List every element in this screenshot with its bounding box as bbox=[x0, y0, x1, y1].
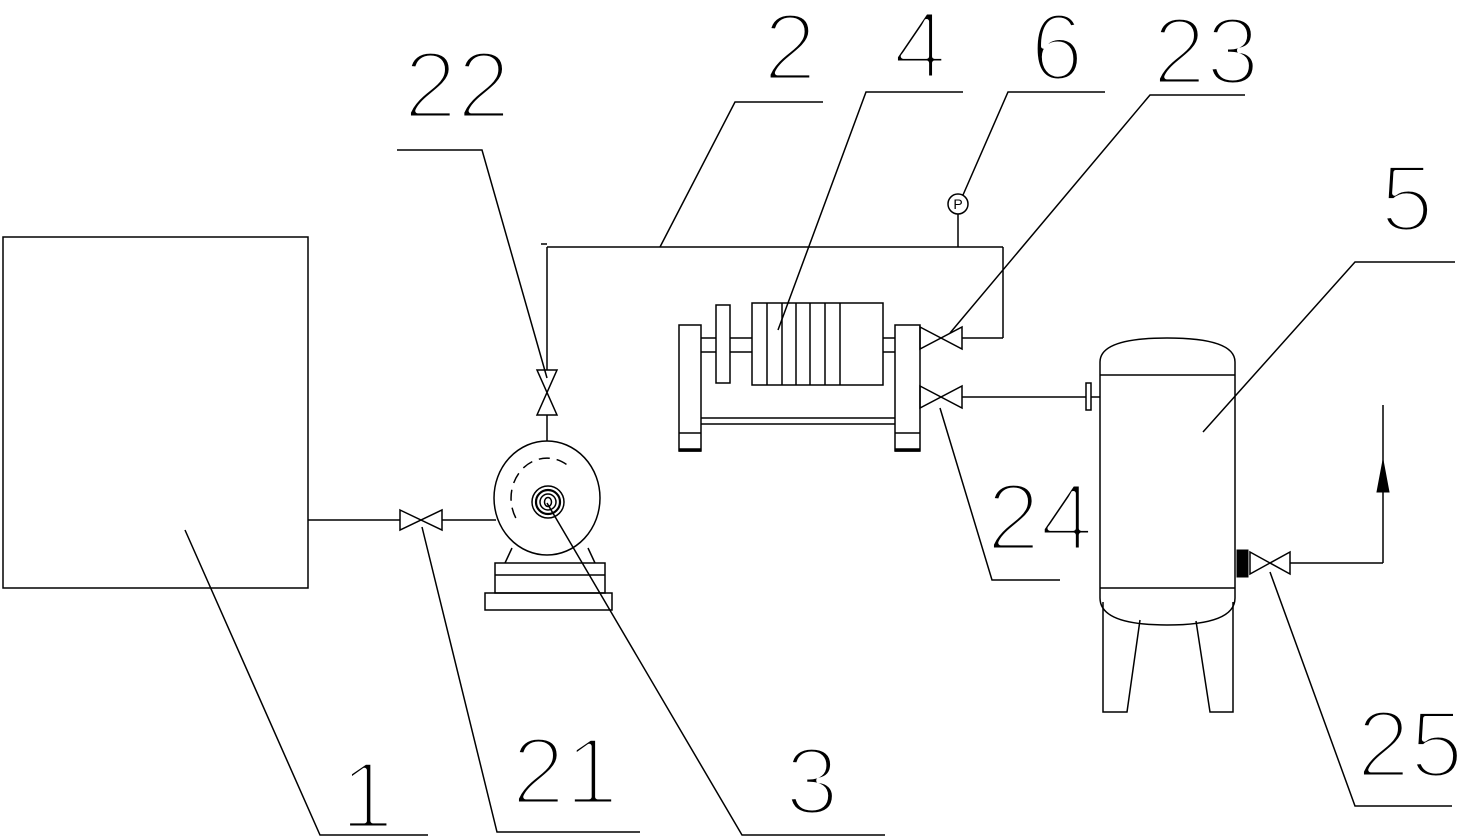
callout-labels: 1 21 3 22 2 4 6 23 5 24 25 bbox=[338, 0, 1466, 840]
valve-25 bbox=[1236, 549, 1291, 578]
pump-support-right bbox=[587, 547, 596, 564]
pipelines bbox=[308, 243, 1390, 564]
press-pressure-plate bbox=[715, 304, 731, 384]
callout-2: 2 bbox=[763, 0, 816, 101]
tank-1 bbox=[2, 236, 309, 589]
pressure-gauge-6: P bbox=[947, 193, 969, 247]
pump-shaft-center bbox=[543, 496, 553, 508]
valve-24-icon bbox=[919, 384, 963, 410]
leader-line-24 bbox=[939, 407, 1060, 581]
vessel-leg-left bbox=[1102, 602, 1141, 713]
callout-3: 3 bbox=[785, 728, 838, 835]
leader-line-2 bbox=[659, 101, 823, 248]
callout-21: 21 bbox=[512, 718, 619, 825]
press-right-head bbox=[894, 324, 921, 452]
tank-body bbox=[2, 236, 309, 589]
vessel-bottom-dome bbox=[1099, 588, 1236, 626]
valve-22 bbox=[535, 369, 559, 416]
leader-line-22 bbox=[397, 149, 548, 379]
valve-23 bbox=[919, 325, 963, 351]
leader-line-4 bbox=[777, 91, 963, 331]
callout-1: 1 bbox=[340, 742, 393, 840]
leader-lines bbox=[184, 91, 1455, 836]
pump-base-upper bbox=[494, 562, 606, 594]
callout-23: 23 bbox=[1153, 0, 1260, 105]
leader-line-1 bbox=[184, 529, 428, 836]
vessel-leg-right bbox=[1195, 602, 1234, 713]
callout-6: 6 bbox=[1030, 0, 1083, 101]
pump-shaft-ring-inner bbox=[539, 493, 557, 511]
vessel-5 bbox=[1099, 337, 1236, 713]
valve-25-flange bbox=[1236, 549, 1249, 578]
callout-5: 5 bbox=[1380, 145, 1433, 252]
leader-line-5 bbox=[1202, 261, 1455, 433]
leader-line-23 bbox=[949, 94, 1245, 334]
leader-line-3 bbox=[546, 502, 885, 836]
valve-25-icon bbox=[1249, 550, 1291, 576]
pump-support-left bbox=[504, 547, 513, 564]
valve-23-icon bbox=[919, 325, 963, 351]
leader-line-6 bbox=[962, 91, 1105, 196]
press-left-head bbox=[678, 324, 702, 452]
pump-base-lower bbox=[484, 592, 613, 611]
callout-25: 25 bbox=[1357, 691, 1464, 798]
callout-22: 22 bbox=[404, 32, 511, 139]
callout-4: 4 bbox=[893, 0, 946, 99]
pump-3 bbox=[484, 440, 613, 611]
pump-shaft-ring-mid bbox=[534, 488, 562, 516]
press-plate-stack bbox=[751, 302, 884, 386]
valve-21-icon bbox=[399, 508, 443, 532]
valve-24-flange bbox=[1085, 382, 1092, 411]
pump-casing bbox=[493, 440, 601, 556]
vessel-top-dome bbox=[1099, 337, 1236, 375]
gauge-dial-icon bbox=[947, 193, 969, 215]
pump-shaft-ring-outer bbox=[531, 485, 565, 519]
filter-press-4 bbox=[678, 302, 921, 452]
leader-line-25 bbox=[1269, 571, 1452, 807]
valve-21 bbox=[399, 508, 443, 532]
callout-24: 24 bbox=[987, 464, 1094, 571]
pump-impeller-dashed-arc bbox=[510, 457, 571, 519]
leader-line-21 bbox=[421, 526, 640, 833]
flow-arrow-icon bbox=[1376, 459, 1390, 493]
valve-22-icon bbox=[535, 369, 559, 416]
gauge-symbol: P bbox=[953, 196, 962, 212]
